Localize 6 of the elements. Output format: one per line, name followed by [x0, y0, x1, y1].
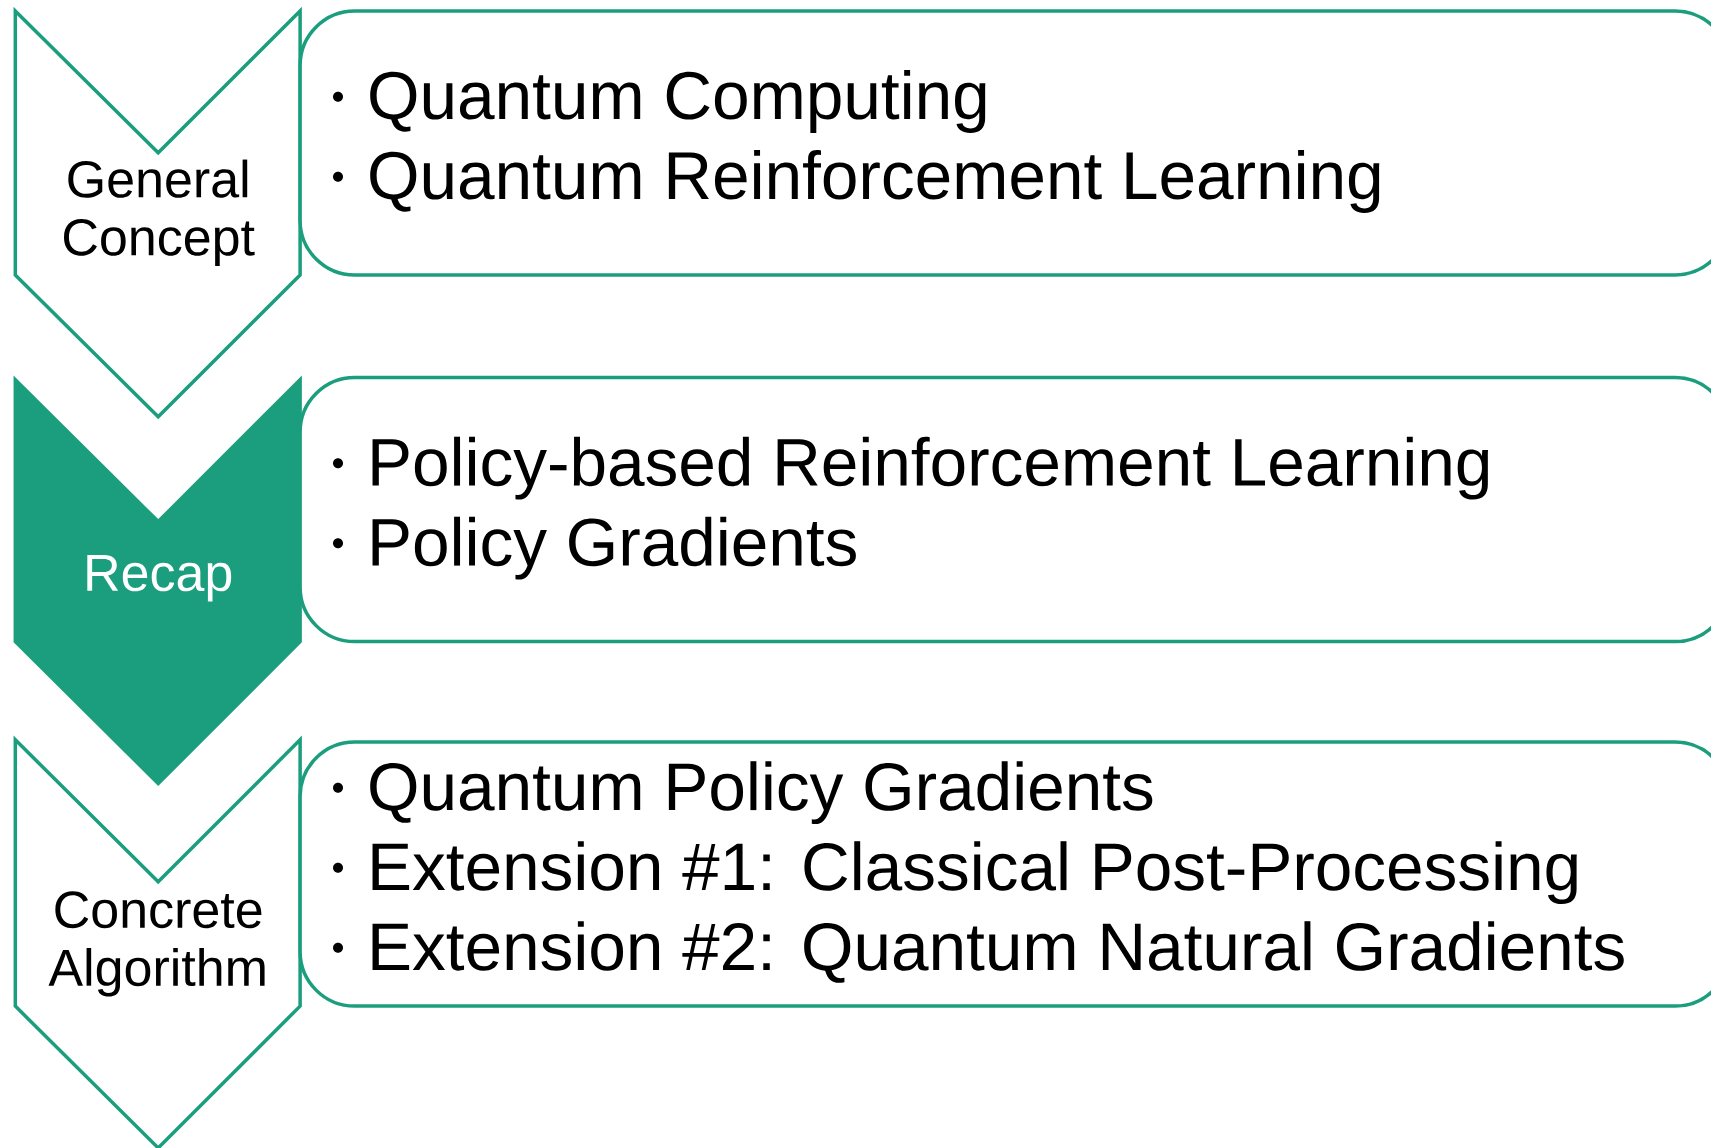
- chevron-step: General Concept: [13, 6, 302, 420]
- bullet-list-box: Quantum Policy Gradients Extension #1: Classical Post-Processing Extension #2: Quantum Natural Gradients: [298, 740, 1711, 1008]
- chevron-step: Recap: [13, 375, 302, 786]
- bullet-list-box: Quantum Computing Quantum Reinforcement Learning: [298, 9, 1711, 277]
- chevron-step: Concrete Algorithm: [13, 735, 302, 1148]
- bullet-list-box: Policy-based Reinforcement Learning Policy Gradients: [298, 375, 1711, 644]
